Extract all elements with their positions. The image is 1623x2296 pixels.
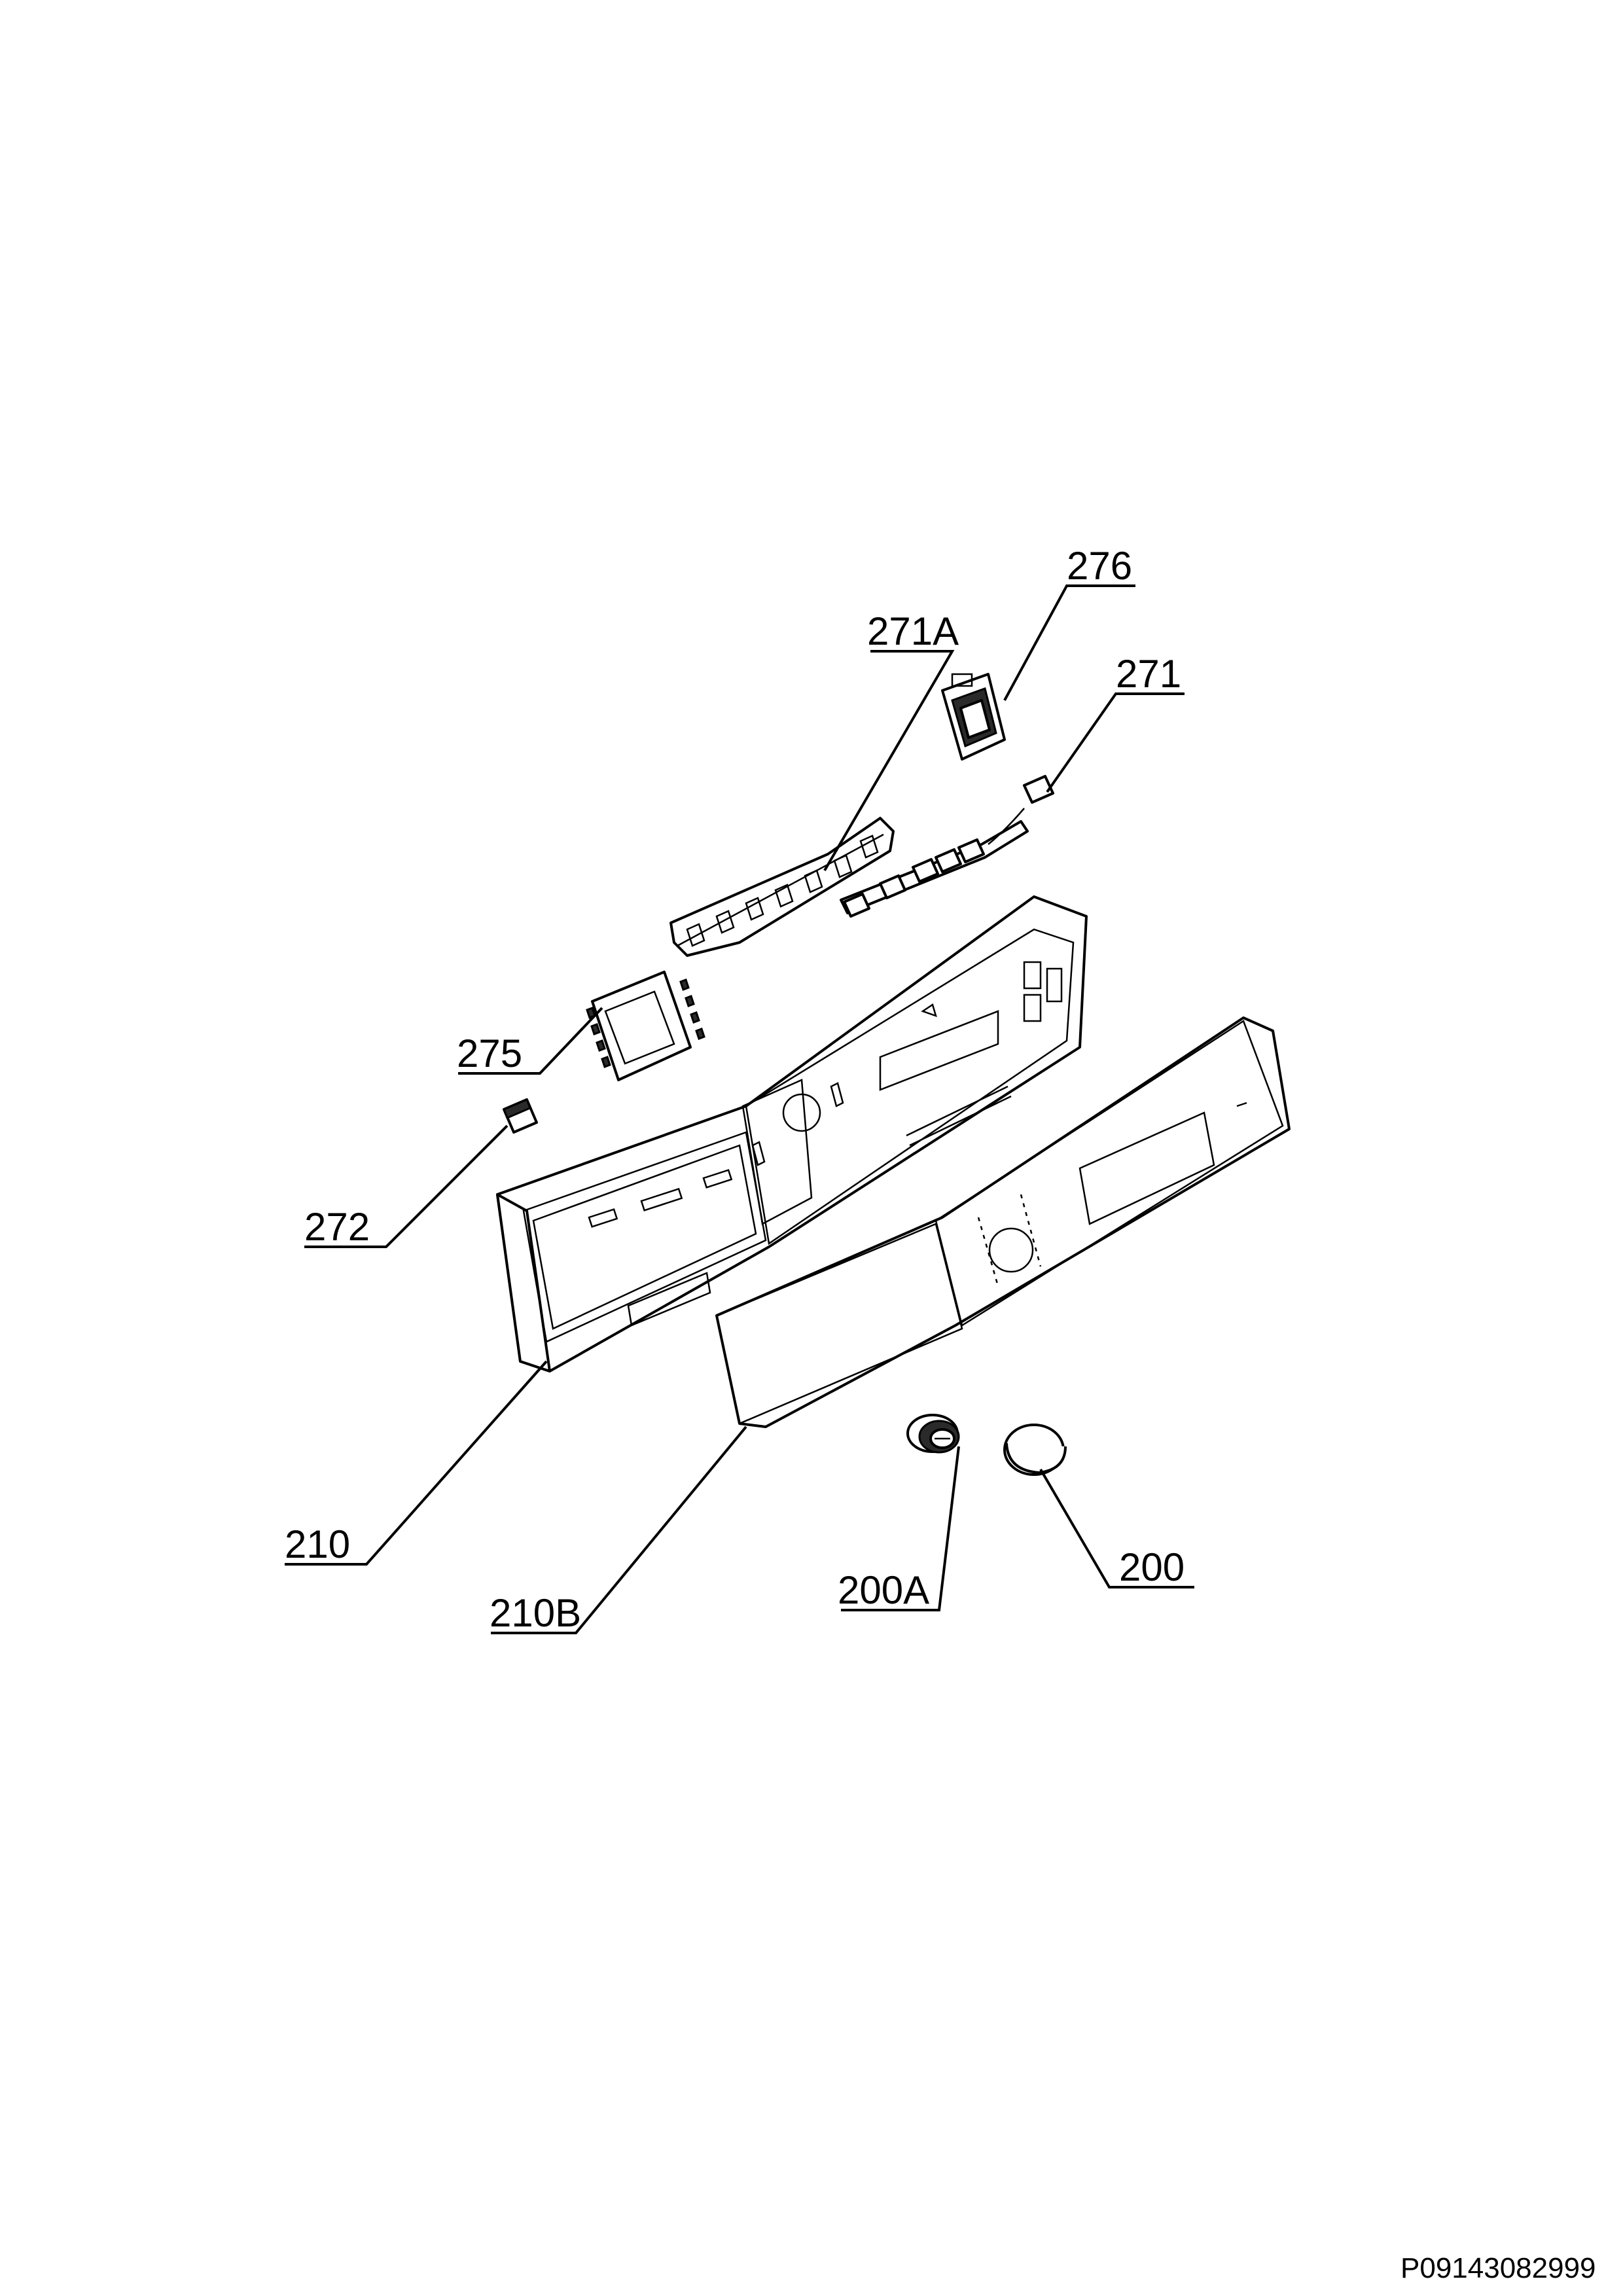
callout-271a: 271A — [867, 609, 959, 653]
connector-272 — [503, 1098, 538, 1134]
front-decor-panel-210b — [715, 1016, 1291, 1428]
callout-271: 271 — [1116, 652, 1181, 696]
callout-210: 210 — [285, 1522, 350, 1566]
callout-275: 275 — [457, 1031, 522, 1075]
knob-insert-200a — [906, 1414, 960, 1454]
leader-lines — [285, 584, 1194, 1634]
display-module-276 — [941, 673, 1006, 761]
knob-200 — [1003, 1424, 1067, 1476]
callout-276: 276 — [1067, 544, 1132, 588]
button-row-271 — [840, 775, 1054, 918]
control-panel-housing-210 — [496, 895, 1088, 1372]
callout-272: 272 — [304, 1205, 370, 1249]
led-frame-275 — [586, 971, 705, 1081]
drawing-code: P09143082999 — [1400, 2252, 1596, 2284]
callout-200: 200 — [1119, 1545, 1185, 1589]
callout-200a: 200A — [838, 1568, 929, 1612]
callout-210b: 210B — [490, 1591, 581, 1635]
button-frame-271a — [669, 817, 895, 957]
